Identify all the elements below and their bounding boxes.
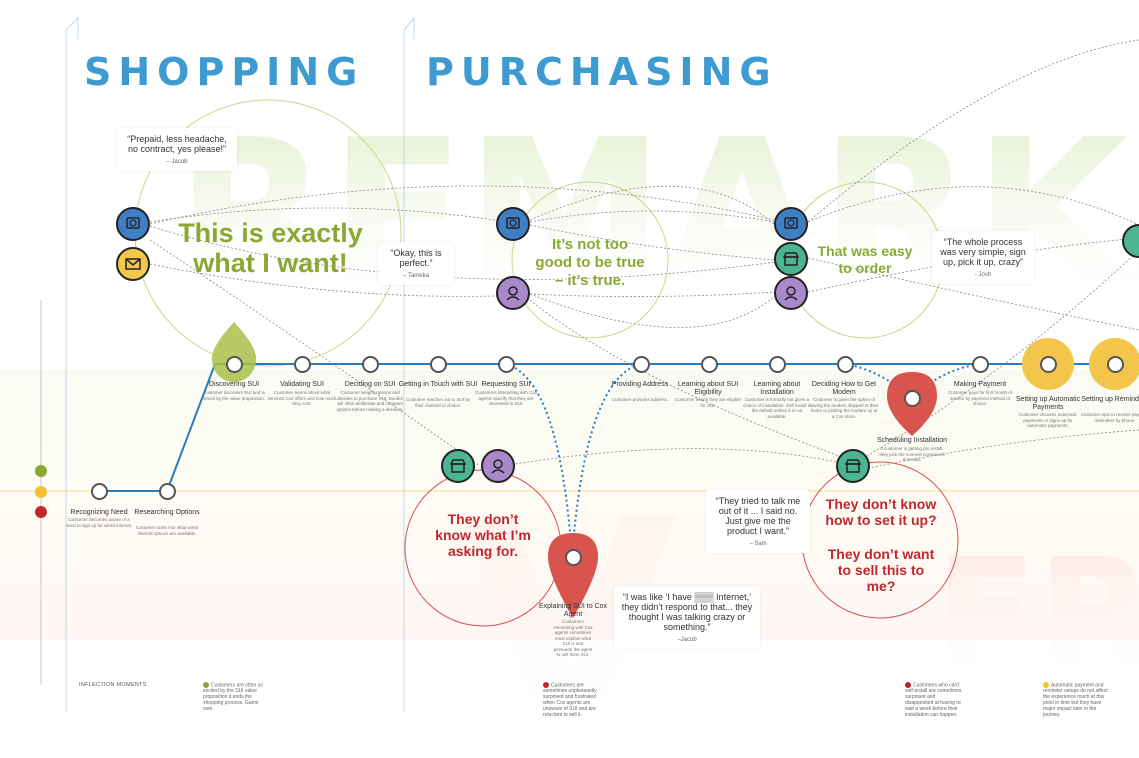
journey-step-node — [632, 355, 650, 373]
journey-step-node — [158, 482, 176, 500]
step-title: Learning about Installation — [753, 381, 801, 396]
inflection-note: Customers are sometimes unpleasantly sur… — [543, 682, 603, 718]
step-title: Providing Address — [611, 381, 669, 388]
watermark-bottom-right: FR — [935, 527, 1139, 701]
watermark-top: REMARKA — [175, 97, 1139, 330]
journey-step-node — [700, 355, 718, 373]
journey-step-node — [497, 355, 515, 373]
web-icon — [774, 207, 808, 241]
red-dot-icon — [543, 682, 549, 688]
customer-quote: “The whole process was very simple, sign… — [932, 231, 1034, 284]
highlight-not-too-good: It’s not too good to be true – it’s true… — [535, 236, 645, 289]
step-description: Customer learns about what services Cox … — [267, 390, 337, 406]
step-title: Getting in Touch with SUI — [398, 381, 478, 388]
step-title: Deciding on SUI — [344, 381, 396, 388]
journey-step-node — [903, 389, 921, 407]
inflection-note-text: Customers are often so excited by the SU… — [203, 682, 263, 713]
neutral-face-icon — [35, 486, 47, 498]
step-title: Making Payment — [953, 381, 1007, 388]
quote-text: “Okay, this is perfect.” — [390, 248, 442, 268]
section-title-purchasing: PURCHASING — [426, 50, 778, 94]
red-dot-icon — [905, 682, 911, 688]
store-icon — [774, 242, 808, 276]
step-title: Explaining SUI to Cox Agent — [538, 603, 608, 618]
customer-quote: “I was like ‘I have ▒▒▒ Internet,’ they … — [614, 586, 760, 649]
inflection-note-text: Automatic payment and reminder setups do… — [1043, 682, 1108, 719]
journey-step-node — [836, 355, 854, 373]
step-description: Customer is formally not given a choice … — [742, 397, 812, 419]
quote-author: – Tameka — [403, 273, 429, 279]
step-title: Learning about SUI Eligibility — [677, 381, 739, 396]
journey-step-node — [90, 482, 108, 500]
web-icon — [116, 207, 150, 241]
journey-step-node — [1039, 355, 1057, 373]
journey-step-node — [429, 355, 447, 373]
inflection-note: Customers are often so excited by the SU… — [203, 682, 263, 712]
inflection-note-text: Customers are sometimes unpleasantly sur… — [543, 682, 597, 719]
journey-step-node — [768, 355, 786, 373]
quote-author: – Sam — [749, 541, 767, 547]
email-icon — [116, 247, 150, 281]
customer-quote: “Prepaid, less headache, no contract, ye… — [117, 128, 237, 171]
sad-face-icon — [35, 506, 47, 518]
agent-icon — [496, 276, 530, 310]
store-icon — [836, 449, 870, 483]
quote-author: - Josh — [974, 272, 992, 278]
web-icon — [496, 207, 530, 241]
step-description: If customer is getting pro install, they… — [879, 446, 945, 462]
step-description: Customer learns they are eligible for SU… — [675, 397, 741, 408]
step-title: Setting up Reminders — [1081, 396, 1139, 403]
quote-text: “Prepaid, less headache, no contract, ye… — [127, 134, 227, 154]
quote-text: “The whole process was very simple, sign… — [940, 237, 1026, 267]
inflection-note: Automatic payment and reminder setups do… — [1043, 682, 1113, 718]
step-title: Scheduling Installation — [876, 437, 948, 444]
highlight-exactly-what-i-want: This is exactly what I want! — [178, 218, 363, 278]
inflection-note-text: Customers who can't self-install are som… — [905, 682, 962, 719]
highlight-dont-know: They don’t know what I’m asking for. — [435, 511, 531, 559]
journey-step-node — [1106, 355, 1124, 373]
step-description: Customer opts to receive payment reminde… — [1080, 412, 1139, 423]
step-description: Customer provides address. — [611, 397, 669, 402]
journey-step-node — [225, 355, 243, 373]
journey-step-node — [971, 355, 989, 373]
step-title: Requesting SUI — [481, 381, 531, 388]
step-description: Customer becomes aware of a need to sign… — [65, 517, 133, 528]
step-description: Customer reaches out to SUI by their cha… — [405, 397, 471, 408]
journey-step-node — [361, 355, 379, 373]
step-description: Customer discovers SUI and is struck by … — [202, 390, 266, 401]
yellow-dot-icon — [1043, 682, 1049, 688]
journey-step-node — [564, 548, 582, 566]
step-title: Researching Options — [134, 509, 200, 516]
customer-quote: “Okay, this is perfect.” – Tameka — [378, 242, 454, 285]
step-title: Discovering SUI — [208, 381, 260, 388]
quote-text: “They tried to talk me out of it ... I s… — [715, 496, 801, 536]
step-description: Customer pays for first month of service… — [947, 390, 1013, 406]
step-title: Validating SUI — [280, 381, 324, 388]
journey-step-node — [293, 355, 311, 373]
agent-icon — [774, 276, 808, 310]
happy-face-icon — [35, 465, 47, 477]
quote-author: –Jacob — [677, 637, 697, 643]
customer-quote: “They tried to talk me out of it ... I s… — [706, 490, 810, 553]
highlight-set-it-up: They don’t know how to set it up? — [825, 496, 937, 528]
inflection-moments-label: INFLECTION MOMENTS — [79, 682, 147, 688]
step-description: Customer looks into what wired internet … — [135, 525, 199, 536]
store-icon — [441, 449, 475, 483]
inflection-note: Customers who can't self-install are som… — [905, 682, 965, 718]
step-description: Customers interacting with Cox agents so… — [553, 619, 593, 657]
highlight-sell-to-me: They don’t want to sell this to me? — [827, 546, 935, 594]
step-title: Deciding How to Get Modem — [811, 381, 877, 396]
step-description: Customers interacting with Cox agents sp… — [474, 390, 538, 406]
step-description: Customer weighs options and decides to p… — [336, 390, 404, 412]
quote-author: – Jacob — [166, 159, 188, 165]
agent-icon — [481, 449, 515, 483]
highlight-easy-to-order: That was easy to order — [817, 243, 913, 276]
step-description: Customer chooses automatic payments or s… — [1018, 412, 1078, 428]
green-dot-icon — [203, 682, 209, 688]
step-description: Customer is given the option of having t… — [809, 397, 879, 419]
step-title: Recognizing Need — [70, 509, 128, 516]
quote-text: “I was like ‘I have ▒▒▒ Internet,’ they … — [621, 592, 753, 632]
section-title-shopping: SHOPPING — [84, 50, 365, 94]
step-title: Setting up Automatic Payments — [1015, 396, 1081, 411]
